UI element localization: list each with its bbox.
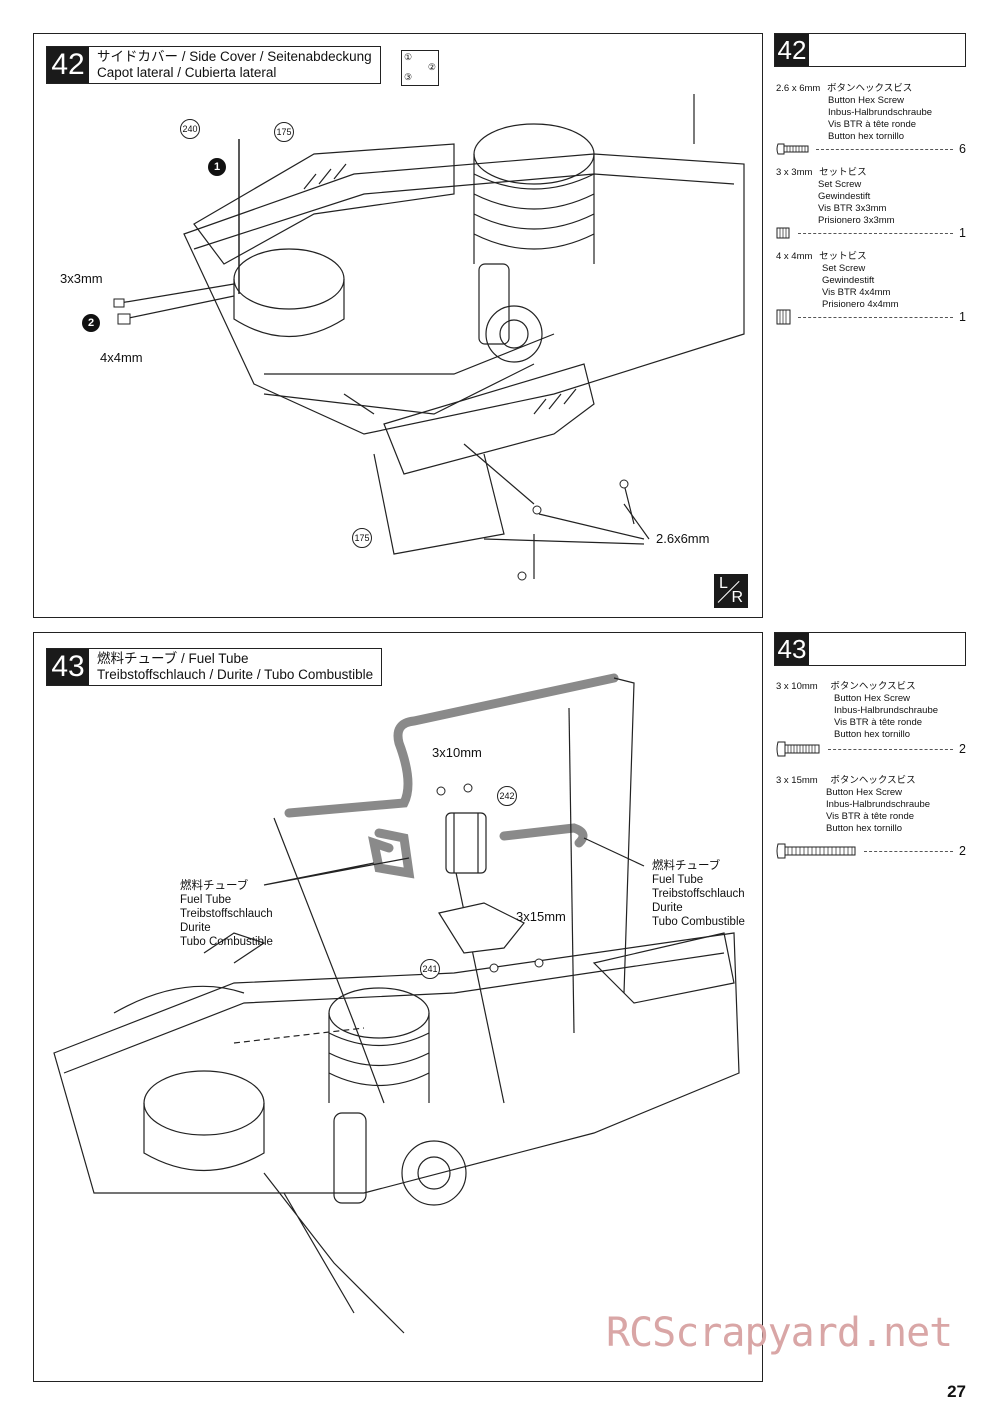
part-id-175-upper: 175 bbox=[274, 122, 294, 142]
set-screw-icon bbox=[776, 309, 791, 325]
step42-title-line2: Capot lateral / Cubierta lateral bbox=[97, 65, 277, 80]
watermark: RCScrapyard.net bbox=[606, 1310, 953, 1356]
button-screw-icon bbox=[776, 143, 809, 155]
part-id-175-lower: 175 bbox=[352, 528, 372, 548]
set-screw-icon bbox=[776, 227, 790, 239]
step43-chassis-illustration bbox=[53, 673, 740, 1334]
step-marker-1: 1 bbox=[208, 158, 226, 176]
part-2.6x6-qty-row: 6 bbox=[776, 142, 966, 156]
part-3x3-qty: 1 bbox=[959, 226, 966, 240]
part-3x10-qty-row: 2 bbox=[776, 740, 966, 758]
callout-3x3mm: 3x3mm bbox=[60, 271, 103, 286]
part-id-241: 241 bbox=[420, 959, 440, 979]
part-3x10-qty: 2 bbox=[959, 742, 966, 756]
page-number: 27 bbox=[947, 1382, 966, 1401]
step42-title-box: 42 サイドカバー / Side Cover / Seitenabdeckung… bbox=[46, 46, 381, 84]
part-2.6x6-screw: 2.6 x 6mm ボタンヘックスビス Button Hex Screw Inb… bbox=[776, 83, 933, 142]
step43-panel: 43 燃料チューブ / Fuel Tube Treibstoffschlauch… bbox=[33, 632, 763, 1382]
part-4x4-qty-row: 1 bbox=[776, 309, 966, 325]
part-id-242: 242 bbox=[497, 786, 517, 806]
button-screw-icon bbox=[776, 741, 820, 757]
step43-number: 43 bbox=[47, 649, 89, 685]
callout-2.6x6mm: 2.6x6mm bbox=[656, 531, 710, 546]
part-3x3-qty-row: 1 bbox=[776, 226, 966, 240]
step-marker-2: 2 bbox=[82, 314, 100, 332]
step42-number: 42 bbox=[47, 47, 89, 83]
step43-parts-number: 43 bbox=[775, 633, 809, 665]
step42-title-line1: サイドカバー / Side Cover / Seitenabdeckung bbox=[97, 49, 372, 64]
part-3x15-qty-row: 2 bbox=[776, 842, 966, 860]
button-screw-icon bbox=[776, 843, 856, 859]
fuel-tube-label-left: 燃料チューブ Fuel Tube Treibstoffschlauch Duri… bbox=[180, 880, 273, 948]
step43-parts-header: 43 bbox=[774, 632, 966, 666]
callout-4x4mm: 4x4mm bbox=[100, 350, 143, 365]
step43-title-line1: 燃料チューブ / Fuel Tube bbox=[97, 651, 249, 666]
lr-badge: L R bbox=[714, 574, 748, 608]
part-3x3-set-screw: 3 x 3mm セットビス Set Screw Gewindestift Vis… bbox=[776, 167, 895, 226]
step43-title-line2: Treibstoffschlauch / Durite / Tubo Combu… bbox=[97, 667, 374, 682]
part-3x15-qty: 2 bbox=[959, 844, 966, 858]
part-3x10-screw: 3 x 10mm ボタンヘックスビス Button Hex Screw Inbu… bbox=[776, 681, 939, 740]
part-id-240: 240 bbox=[180, 119, 200, 139]
step43-title-box: 43 燃料チューブ / Fuel Tube Treibstoffschlauch… bbox=[46, 648, 383, 686]
callout-3x10mm: 3x10mm bbox=[432, 745, 482, 760]
step42-chassis-illustration bbox=[113, 94, 745, 581]
part-4x4-set-screw: 4 x 4mm セットビス Set Screw Gewindestift Vis… bbox=[776, 251, 899, 310]
part-3x15-screw: 3 x 15mm ボタンヘックスビス Button Hex Screw Inbu… bbox=[776, 775, 931, 834]
step42-parts-number: 42 bbox=[775, 34, 809, 66]
step42-parts-header: 42 bbox=[774, 33, 966, 67]
fuel-tube-label-right: 燃料チューブ Fuel Tube Treibstoffschlauch Duri… bbox=[652, 860, 745, 928]
step42-panel: 42 サイドカバー / Side Cover / Seitenabdeckung… bbox=[33, 33, 763, 618]
assembly-order-icon: ① ② ③ bbox=[401, 50, 439, 86]
part-2.6x6-qty: 6 bbox=[959, 142, 966, 156]
part-4x4-qty: 1 bbox=[959, 310, 966, 324]
callout-3x15mm: 3x15mm bbox=[516, 909, 566, 924]
